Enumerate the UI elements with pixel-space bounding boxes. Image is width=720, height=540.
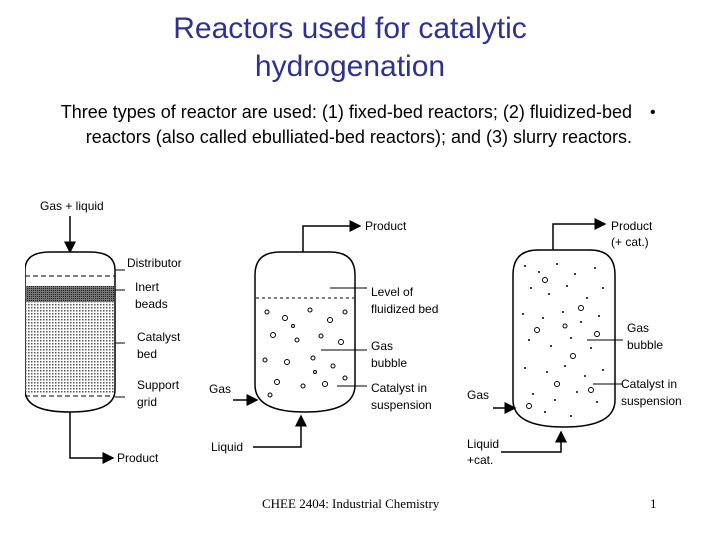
slurry-bubbles [526,277,600,409]
fluidized-bed-vessel [254,251,356,413]
fixed-bed-inlet-label: Gas + liquid [40,199,104,213]
fixed-bed-label-grid: grid [137,395,157,409]
footer-page-number: 1 [650,496,657,511]
slurry-reactor: Product (+ cat.) Gas bubble Catalyst in … [467,218,682,467]
fixed-bed-inert-beads [26,286,114,302]
fluidized-bed-label-level-1: Level of [371,285,414,299]
slurry-particles [522,263,604,417]
fluidized-bed-label-catalyst: Catalyst in [371,381,427,395]
slurry-outlet-label-cat: (+ cat.) [611,235,649,249]
fluidized-bed-liquid-label: Liquid [211,440,243,454]
fluidized-bed-label-gas: Gas [371,339,393,353]
fixed-bed-label-inert: Inert [135,280,160,294]
fluidized-bed-reactor: Product Level of fluidized bed Gas bubbl… [209,219,438,454]
fixed-bed-outlet-arrow [69,412,115,464]
fluidized-bed-gas-label: Gas [209,382,231,396]
fixed-bed-reactor: Gas + liquid Product Distributor Inert b… [25,199,182,465]
fluidized-bed-particles [262,307,348,398]
fluidized-bed-liquid-arrow [253,414,307,448]
fixed-bed-outlet-label: Product [117,451,159,465]
fixed-bed-label-catalyst: Catalyst [137,330,181,344]
fixed-bed-label-beads: beads [135,297,168,311]
slide-title: Reactors used for catalytic hydrogenatio… [173,12,527,83]
bullet-symbol: • [650,104,656,121]
slurry-label-bubble: bubble [627,338,663,352]
fluidized-bed-outlet-arrow [302,220,362,252]
slurry-label-gas: Gas [627,321,649,335]
fixed-bed-label-support: Support [137,378,180,392]
slurry-label-catalyst: Catalyst in [621,377,677,391]
reactor-diagram: Gas + liquid Product Distributor Inert b… [25,199,682,467]
fluidized-bed-outlet-label: Product [365,219,407,233]
bullet-text: Three types of reactor are used: (1) fix… [60,102,632,147]
fluidized-bed-label-bubble: bubble [371,356,407,370]
slurry-liquid-arrow [501,430,567,453]
slurry-label-suspension: suspension [621,394,682,408]
slurry-outlet-label: Product [611,219,653,233]
slurry-outlet-arrow [552,218,607,252]
slurry-liquid-label: Liquid [467,437,499,451]
footer-course: CHEE 2404: Industrial Chemistry [262,496,440,511]
fixed-bed-label-distributor: Distributor [127,256,182,270]
fluidized-bed-label-suspension: suspension [371,398,432,412]
fixed-bed-label-bed: bed [137,347,157,361]
fixed-bed-catalyst-bed [26,302,114,394]
fluidized-bed-label-level-2: fluidized bed [371,302,438,316]
slurry-vessel [512,249,616,428]
slurry-liquid-label-cat: +cat. [467,453,493,467]
slurry-gas-label: Gas [467,388,489,402]
